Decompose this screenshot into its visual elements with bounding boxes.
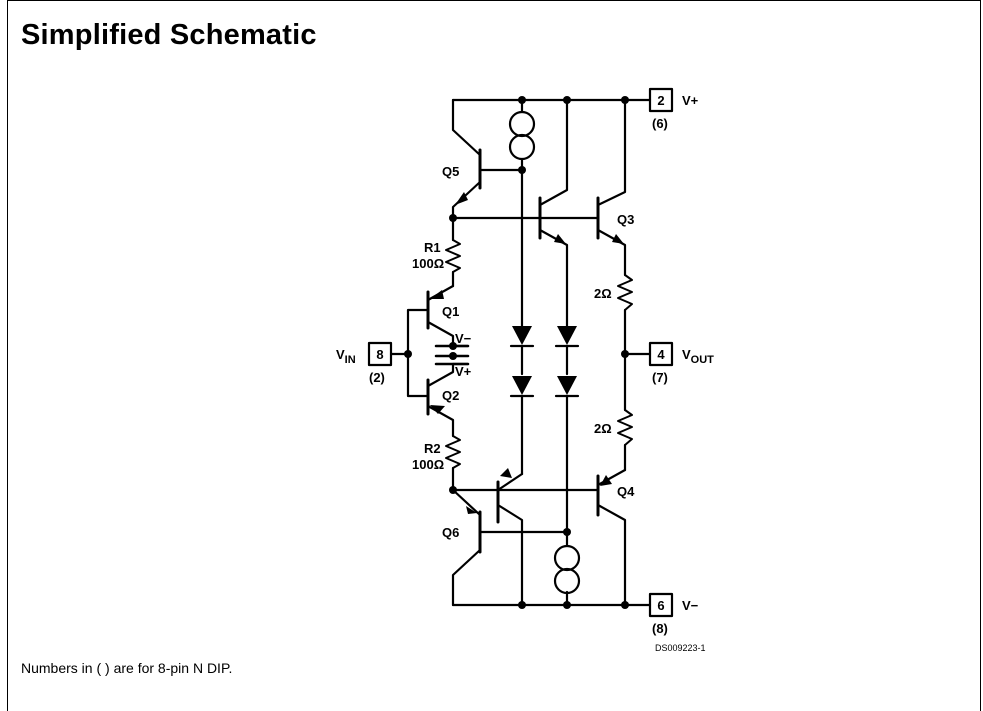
pin-vminus-box [648, 592, 674, 618]
pin-vplus-number: 2 [657, 93, 664, 108]
pin-vin-box [367, 341, 393, 367]
bottom-current-source-upper [553, 544, 581, 572]
page-frame [7, 0, 981, 711]
footnote: Numbers in ( ) are for 8-pin N DIP. [21, 660, 233, 676]
pin-vplus-box [648, 87, 674, 113]
q3-emitter-arrow [612, 234, 624, 244]
q4-label: Q4 [617, 484, 635, 499]
diode-right-2 [557, 376, 577, 395]
pin-vin-alt: (2) [369, 370, 385, 385]
bottom-current-source-lower [553, 567, 581, 595]
q3-label: Q3 [617, 212, 634, 227]
pin-vminus-label: V− [682, 598, 699, 613]
resistors [445, 239, 633, 469]
q5-label: Q5 [442, 164, 459, 179]
junction-dots [404, 96, 629, 609]
r1-value: 100Ω [412, 256, 444, 271]
diode-right-1 [557, 326, 577, 345]
pin-vout-label: VOUT [682, 347, 714, 366]
pin-vout-alt: (7) [652, 370, 668, 385]
r2-name: R2 [424, 441, 441, 456]
diode-left-1 [512, 326, 532, 345]
emitter-arrows [430, 192, 624, 514]
pin-vminus-number: 6 [657, 598, 664, 613]
figure-id: DS009223-1 [655, 643, 706, 653]
q5-emitter-arrow [455, 192, 468, 205]
r4-zigzag [617, 409, 633, 446]
r2-value: 100Ω [412, 457, 444, 472]
center-top-emitter-arrow [554, 234, 566, 244]
wires [389, 98, 652, 607]
supply-pos-label: V+ [455, 364, 472, 379]
q4-emitter-arrow [600, 475, 612, 486]
r3-zigzag [617, 274, 633, 311]
r1-name: R1 [424, 240, 441, 255]
pin-vminus-alt: (8) [652, 621, 668, 636]
pin-vout-box [648, 341, 674, 367]
q6-label: Q6 [442, 525, 459, 540]
pin-boxes [367, 87, 674, 618]
pin-vin-label: VIN [336, 347, 356, 366]
pin-vin-number: 8 [376, 347, 383, 362]
q1-label: Q1 [442, 304, 459, 319]
r4-value: 2Ω [594, 421, 612, 436]
transistor-bars [426, 148, 600, 554]
r1-zigzag [445, 239, 461, 273]
pin-vplus-alt: (6) [652, 116, 668, 131]
q1-emitter-arrow [430, 290, 444, 299]
pin-vout-number: 4 [657, 347, 665, 362]
diode-left-2 [512, 376, 532, 395]
top-current-source-upper [508, 110, 536, 138]
diodes [509, 326, 580, 398]
section-title: Simplified Schematic [21, 19, 317, 51]
center-bottom-emitter-arrow [500, 468, 512, 478]
supply-neg-label: V− [455, 331, 472, 346]
q2-label: Q2 [442, 388, 459, 403]
pin-vplus-label: V+ [682, 93, 699, 108]
top-current-source-lower [508, 133, 536, 161]
q2-emitter-arrow [430, 405, 445, 414]
r2-zigzag [445, 435, 461, 469]
current-sources [508, 110, 581, 595]
r3-value: 2Ω [594, 286, 612, 301]
q6-emitter-arrow [466, 506, 477, 514]
